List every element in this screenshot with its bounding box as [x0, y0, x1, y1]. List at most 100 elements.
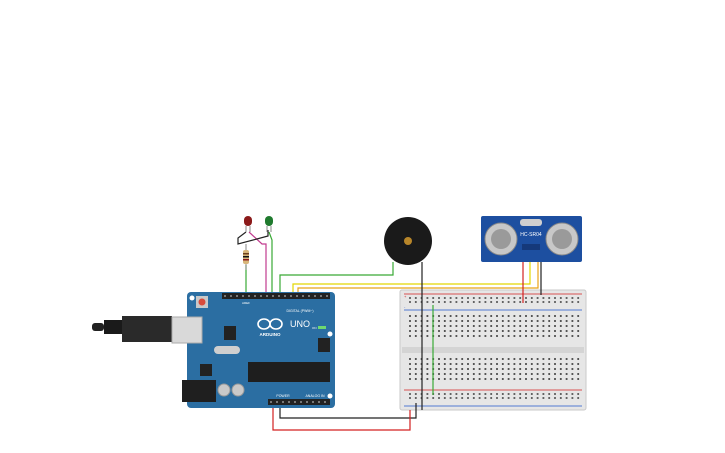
terminal-hole: [577, 358, 580, 360]
digital-pin: [272, 295, 274, 297]
rail-hole: [496, 301, 498, 303]
breadboard[interactable]: + -: [399, 289, 587, 411]
wire-black-bottom[interactable]: [279, 403, 417, 419]
rail-hole: [461, 297, 464, 299]
rail-hole: [455, 297, 458, 299]
usb-chip: [224, 326, 236, 340]
terminal-hole: [501, 378, 504, 380]
terminal-hole: [438, 373, 440, 375]
terminal-hole: [507, 335, 510, 337]
rail-hole: [548, 297, 551, 299]
voltage-regulator: [200, 364, 212, 376]
terminal-hole: [438, 363, 440, 365]
rail-hole: [507, 297, 510, 299]
terminal-hole: [577, 320, 580, 322]
terminal-hole: [507, 358, 510, 360]
terminal-hole: [548, 325, 551, 327]
terminal-hole: [478, 358, 481, 360]
terminal-hole: [426, 320, 429, 322]
capacitor-2: [231, 383, 245, 397]
terminal-hole: [467, 378, 469, 380]
led-red[interactable]: [244, 216, 252, 232]
led-green[interactable]: [265, 216, 273, 232]
terminal-hole: [536, 368, 539, 370]
usb-cable-strain: [104, 320, 122, 334]
terminal-hole: [536, 363, 539, 365]
rail-hole: [548, 397, 551, 399]
terminal-hole: [461, 330, 464, 332]
terminal-hole: [426, 373, 429, 375]
terminal-hole: [548, 315, 551, 317]
terminal-hole: [443, 368, 446, 370]
rail-hole: [554, 301, 556, 303]
rail-hole: [455, 393, 458, 395]
terminal-hole: [438, 320, 440, 322]
rail-hole: [536, 297, 539, 299]
terminal-hole: [455, 315, 458, 317]
terminal-hole: [496, 363, 498, 365]
digital-pin: [296, 295, 298, 297]
terminal-hole: [554, 368, 556, 370]
terminal-hole: [461, 335, 464, 337]
terminal-hole: [559, 373, 562, 375]
terminal-hole: [472, 315, 475, 317]
arduino-uno[interactable]: ARDUINO UNO DIGITAL (PWM~) POWER ANALOG …: [92, 292, 335, 408]
power-analog-header[interactable]: [268, 399, 330, 405]
digital-header[interactable]: [222, 293, 330, 299]
terminal-hole: [472, 330, 475, 332]
rail-hole: [467, 297, 469, 299]
rail-hole: [548, 393, 551, 395]
rail-hole: [565, 301, 568, 303]
rail-hole: [478, 397, 481, 399]
rail-hole: [536, 397, 539, 399]
terminal-hole: [525, 335, 527, 337]
terminal-hole: [519, 335, 522, 337]
terminal-hole: [478, 335, 481, 337]
terminal-hole: [530, 320, 533, 322]
rail-hole: [478, 393, 481, 395]
usb-cable-end: [92, 323, 104, 331]
terminal-hole: [519, 315, 522, 317]
rail-hole: [438, 397, 440, 399]
terminal-hole: [554, 315, 556, 317]
wire-black-led[interactable]: [237, 230, 269, 245]
terminal-hole: [438, 315, 440, 317]
resistor[interactable]: [243, 244, 249, 270]
wire-magenta-led[interactable]: [248, 231, 267, 296]
rail-hole: [443, 301, 446, 303]
wire-yellow-trig[interactable]: [292, 262, 531, 296]
rail-hole: [461, 393, 464, 395]
terminal-hole: [472, 335, 475, 337]
terminal-hole: [426, 315, 429, 317]
wire-green-led[interactable]: [268, 231, 273, 296]
terminal-hole: [525, 330, 527, 332]
terminal-hole: [467, 373, 469, 375]
wire-red-bottom[interactable]: [272, 405, 411, 431]
rail-hole: [478, 297, 481, 299]
terminal-hole: [559, 325, 562, 327]
terminal-hole: [461, 363, 464, 365]
terminal-hole: [548, 320, 551, 322]
digital-pins: [224, 295, 328, 297]
terminal-hole: [501, 363, 504, 365]
terminal-hole: [496, 373, 498, 375]
wires[interactable]: [237, 230, 542, 431]
ultrasonic-sensor[interactable]: HC-SR04: [481, 216, 582, 262]
terminal-hole: [577, 363, 580, 365]
wire-green-buzzer[interactable]: [279, 262, 394, 296]
terminal-hole: [542, 320, 545, 322]
rail-hole: [461, 397, 464, 399]
rail-hole: [449, 393, 452, 395]
bottom-pin: [282, 401, 284, 403]
terminal-hole: [438, 325, 440, 327]
rail-hole: [449, 301, 452, 303]
piezo-buzzer[interactable]: [384, 217, 432, 265]
terminal-hole: [438, 368, 440, 370]
terminal-hole: [449, 325, 452, 327]
terminal-hole: [554, 373, 556, 375]
rail-hole: [414, 393, 417, 395]
terminal-hole: [478, 363, 481, 365]
rail-hole: [513, 397, 516, 399]
rail-hole: [501, 393, 504, 395]
